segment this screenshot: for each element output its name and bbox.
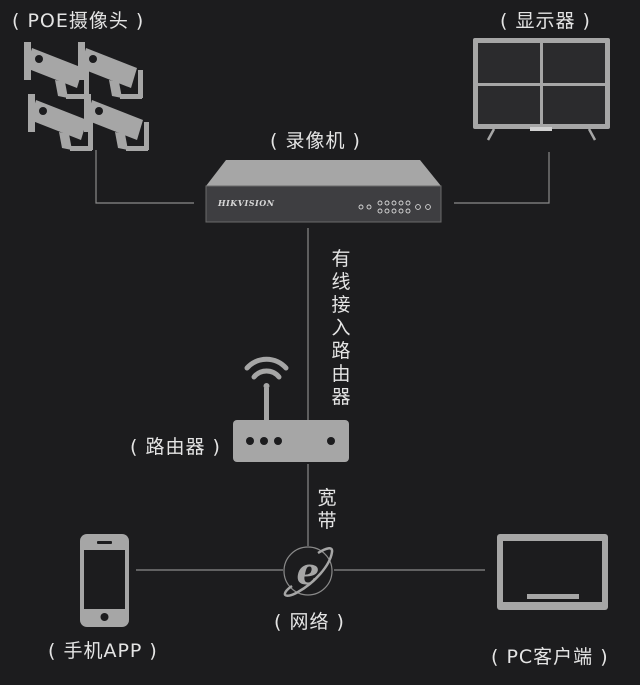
monitor-to-recorder-line: [454, 152, 550, 204]
camera-3: [28, 94, 93, 151]
wifi-icon: [244, 356, 289, 389]
nvr-recorder-icon: HIKVISION: [205, 160, 442, 223]
monitor-label: ( 显示器 ): [500, 10, 591, 32]
broadband-label: 宽带: [317, 487, 337, 532]
router-icon: [233, 388, 349, 462]
pc-label: ( PC客户端 ): [491, 646, 609, 668]
network-label: ( 网络 ): [274, 611, 345, 633]
phone-label: ( 手机APP ): [48, 640, 158, 662]
camera-2: [78, 42, 143, 99]
recorder-indicator-leds: [358, 200, 431, 214]
recorder-brand: HIKVISION: [217, 198, 275, 208]
internet-explorer-icon: e: [283, 546, 334, 597]
camera-1: [24, 42, 89, 99]
svg-text:e: e: [297, 551, 320, 593]
router-label: ( 路由器 ): [130, 436, 221, 458]
pc-monitor-icon: [497, 534, 608, 610]
connector-lines: [95, 150, 550, 571]
camera-to-recorder-line: [95, 150, 194, 204]
smartphone-icon: [80, 534, 129, 627]
wired-link-label: 有线接入路由器: [331, 248, 351, 408]
camera-4: [84, 94, 149, 151]
cctv-camera-icon: [24, 42, 149, 151]
recorder-label: ( 录像机 ): [270, 130, 361, 152]
monitor-icon: [473, 38, 610, 141]
cameras-label: ( POE摄像头 ): [12, 10, 145, 32]
